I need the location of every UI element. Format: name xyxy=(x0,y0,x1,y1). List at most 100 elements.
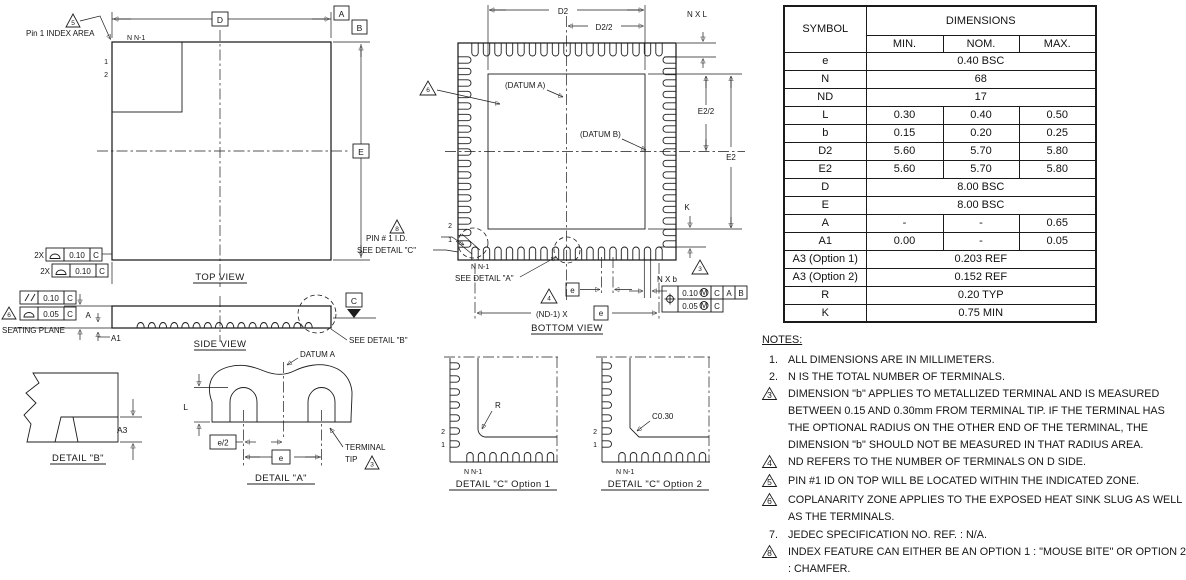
detail-a: DATUM A L e/2 e TERMINAL TIP 3 DETAIL "A… xyxy=(183,350,386,485)
pos-value-1: 0.10 xyxy=(682,289,698,298)
value-cell: - xyxy=(942,213,1020,233)
bottom-view: D2 D2/2 N X L (DATUM A) (DATUM B) 6 E2/2… xyxy=(357,5,748,335)
terminal-tip-label-1: TERMINAL xyxy=(345,443,386,452)
value-cell: 5.60 xyxy=(865,159,944,179)
note8-triangle: 8 xyxy=(395,226,399,233)
value-cell: 0.25 xyxy=(1018,123,1097,143)
profile-of-line-icon xyxy=(55,269,67,275)
note-item: 5 PIN #1 ID ON TOP WILL BE LOCATED WITHIN… xyxy=(752,473,1186,492)
note-triangle-marker: 8 xyxy=(752,544,778,563)
value-cell: 0.152 REF xyxy=(865,267,1097,287)
svg-text:5: 5 xyxy=(767,477,772,487)
value-cell: 0.40 xyxy=(942,105,1020,125)
bottom-view-title: BOTTOM VIEW xyxy=(531,323,603,334)
symbol-cell: A3 (Option 1) xyxy=(783,249,867,269)
nd-dim-label: (ND-1) X xyxy=(536,310,568,319)
dim-k-label: K xyxy=(684,203,690,212)
mmc-icon xyxy=(699,301,709,310)
symbol-cell: E xyxy=(783,195,867,215)
pos-datum-b: B xyxy=(738,289,743,298)
value-cell: 5.80 xyxy=(1018,141,1097,161)
note-triangle-marker: 3 xyxy=(752,386,778,405)
value-cell: 8.00 BSC xyxy=(865,177,1097,197)
fcf-parallel-value: 0.10 xyxy=(43,294,59,303)
dim-l-label: L xyxy=(183,402,188,412)
symbol-header: SYMBOL xyxy=(783,5,867,53)
mmc-m-1: M xyxy=(700,287,707,297)
note5-triangle: 5 xyxy=(71,20,75,27)
note6-triangle: 6 xyxy=(7,312,11,319)
value-cell: 0.30 xyxy=(865,105,944,125)
detail-c2-terminals xyxy=(602,362,707,462)
dimension-row: A--0.65 xyxy=(783,213,1097,233)
svg-text:4: 4 xyxy=(767,458,772,468)
note-text: INDEX FEATURE CAN EITHER BE AN OPTION 1 … xyxy=(788,545,1186,575)
value-cell: 17 xyxy=(865,87,1097,107)
fcf1-qty: 2X xyxy=(34,251,44,260)
symbol-cell: A3 (Option 2) xyxy=(783,267,867,287)
max-header: MAX. xyxy=(1018,34,1097,53)
note-text: JEDEC SPECIFICATION NO. REF. : N/A. xyxy=(788,528,987,541)
value-cell: 0.05 xyxy=(1018,231,1097,251)
pos-datum-a: A xyxy=(726,289,732,298)
pin1-index-label: Pin 1 INDEX AREA xyxy=(26,29,95,38)
detail-c-option2: C0.30 2 1 N N-1 DETAIL "C" Option 2 xyxy=(593,356,712,491)
value-cell: 0.65 xyxy=(1018,213,1097,233)
n-x-l-label: N X L xyxy=(687,10,708,19)
symbol-cell: N xyxy=(783,69,867,89)
note-item: 8 INDEX FEATURE CAN EITHER BE AN OPTION 1… xyxy=(752,544,1186,578)
detail-c1-title: DETAIL "C" Option 1 xyxy=(456,479,551,490)
dimension-row: A3 (Option 2)0.152 REF xyxy=(783,267,1097,287)
value-cell: - xyxy=(865,213,944,233)
note-item: 6 COPLANARITY ZONE APPLIES TO THE EXPOSED… xyxy=(752,492,1186,526)
detail-a-title: DETAIL "A" xyxy=(255,473,307,484)
side-view: C SEE DETAIL "B" 0.10 C 6 0.05 C SEATING… xyxy=(1,290,408,351)
value-cell: 5.60 xyxy=(865,141,944,161)
dim-a-label: A xyxy=(86,311,92,320)
see-detail-c-label: SEE DETAIL "C" xyxy=(357,246,416,255)
note6-triangle: 6 xyxy=(426,87,430,94)
top-view-pin2: 2 xyxy=(104,72,108,79)
terminal-tip-label-2: TIP xyxy=(345,455,357,464)
value-cell: 0.40 BSC xyxy=(865,51,1097,71)
fcf-parallel-datum: C xyxy=(67,294,73,303)
symbol-cell: ND xyxy=(783,87,867,107)
dim-a1-label: A1 xyxy=(111,334,121,343)
bottom-view-pin2: 2 xyxy=(448,223,452,230)
note3-triangle: 3 xyxy=(370,462,374,469)
svg-text:3: 3 xyxy=(767,390,772,400)
symbol-cell: D2 xyxy=(783,141,867,161)
note-item: 2. N IS THE TOTAL NUMBER OF TERMINALS. xyxy=(752,369,1186,386)
symbol-cell: b xyxy=(783,123,867,143)
top-view-title: TOP VIEW xyxy=(195,272,244,283)
datum-a-box: A xyxy=(339,9,345,19)
value-cell: 8.00 BSC xyxy=(865,195,1097,215)
detail-c1-terminals xyxy=(450,362,555,462)
detail-c-option1: R 2 1 N N-1 DETAIL "C" Option 1 xyxy=(441,356,560,491)
dim-d-label: D xyxy=(217,15,223,25)
n-labels: N N-1 xyxy=(464,469,482,476)
symbol-cell: K xyxy=(783,303,867,323)
note-text: PIN #1 ID ON TOP WILL BE LOCATED WITHIN … xyxy=(788,475,1140,488)
symbol-cell: e xyxy=(783,51,867,71)
svg-text:6: 6 xyxy=(767,496,772,506)
side-view-title: SIDE VIEW xyxy=(194,339,247,350)
note-number-marker: 2. xyxy=(768,371,778,384)
pos-value-2: 0.05 xyxy=(682,302,698,311)
note-text: COPLANARITY ZONE APPLIES TO THE EXPOSED … xyxy=(788,494,1182,524)
top-view-pin1: 1 xyxy=(104,59,108,66)
note-item: 7.JEDEC SPECIFICATION NO. REF. : N/A. xyxy=(752,527,1186,544)
value-cell: 0.203 REF xyxy=(865,249,1097,269)
datum-a-ref-label: (DATUM A) xyxy=(505,81,546,90)
note-triangle-marker: 5 xyxy=(752,473,778,492)
symbol-cell: E2 xyxy=(783,159,867,179)
min-header: MIN. xyxy=(865,34,944,53)
pin1-label: 1 xyxy=(441,442,445,449)
dim-a3-label: A3 xyxy=(117,425,128,435)
note-text: N IS THE TOTAL NUMBER OF TERMINALS. xyxy=(788,371,1005,384)
